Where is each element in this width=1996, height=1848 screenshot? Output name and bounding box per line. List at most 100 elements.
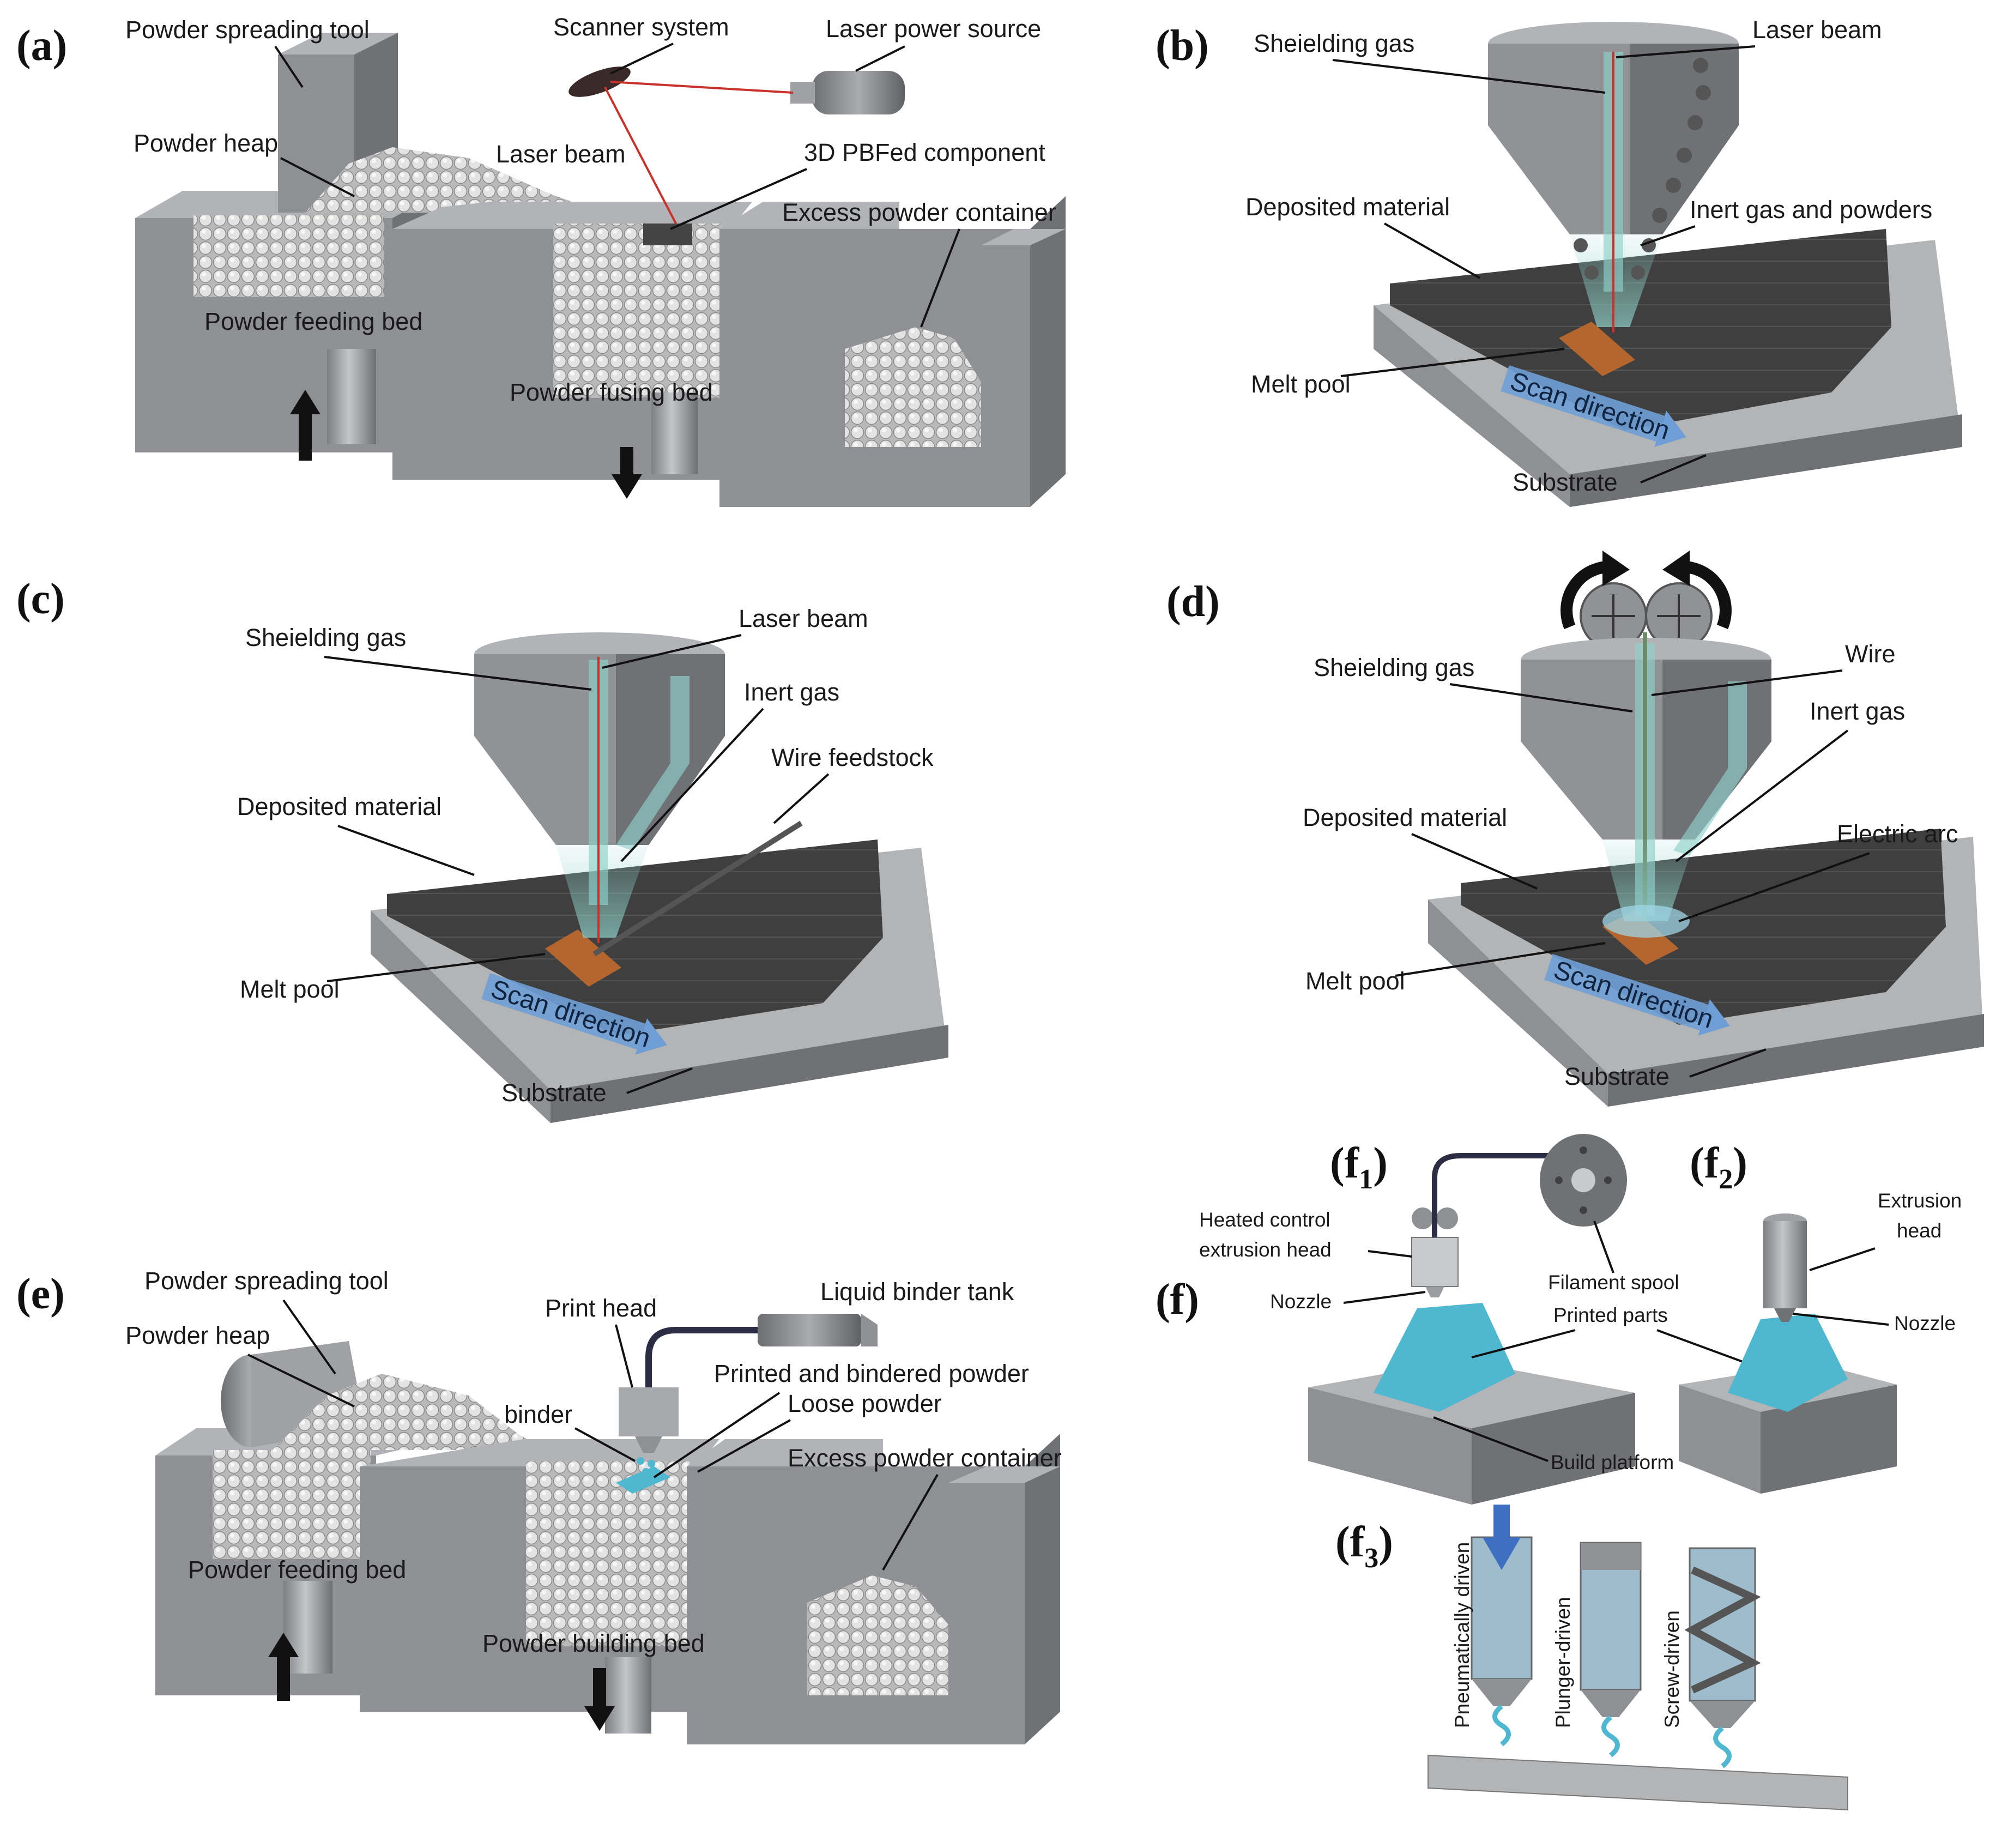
binder-hose [645, 1327, 758, 1387]
excess-container-block-e [687, 1434, 1060, 1744]
f2-printed-part [1728, 1314, 1848, 1412]
label-printed-parts: Printed parts [1553, 1304, 1668, 1326]
label-build-platform: Build platform [1551, 1451, 1674, 1473]
label-inert-gas-d: Inert gas [1810, 697, 1905, 725]
label-filament-spool: Filament spool [1548, 1271, 1679, 1294]
panel-f3-tag: (f3) [1335, 1518, 1393, 1574]
label-laser-beam-a: Laser beam [496, 140, 626, 168]
label-melt-pool-b: Melt pool [1251, 370, 1351, 398]
label-shielding-gas-b: Sheielding gas [1254, 29, 1414, 57]
label-print-head: Print head [545, 1294, 657, 1322]
powder-heap-e [273, 1374, 545, 1450]
label-deposited-material-d: Deposited material [1303, 804, 1507, 831]
powder-heap [305, 147, 605, 213]
label-laser-beam-c: Laser beam [739, 605, 868, 632]
label-deposited-material-c: Deposited material [237, 793, 441, 820]
label-nozzle-f2: Nozzle [1894, 1312, 1956, 1334]
label-heated-head-1: Heated control [1199, 1209, 1330, 1231]
panel-d-tag: (d) [1166, 578, 1220, 626]
label-substrate-c: Substrate [501, 1079, 607, 1107]
label-inert-gas-powders: Inert gas and powders [1690, 196, 1932, 224]
plunger-syringe [1580, 1542, 1642, 1758]
binder-droplets [634, 1457, 661, 1481]
label-laser-power-source: Laser power source [826, 15, 1041, 43]
label-inert-gas-c: Inert gas [744, 678, 839, 706]
panel-f1-tag: (f1) [1330, 1139, 1388, 1195]
panel-b-tag: (b) [1156, 22, 1209, 70]
label-printed-powder: Printed and bindered powder [714, 1360, 1029, 1387]
melt-pool-b [1559, 322, 1635, 376]
panel-c-tag: (c) [16, 575, 65, 623]
deposited-material-d [1461, 829, 1946, 1025]
label-nozzle-f1: Nozzle [1270, 1290, 1332, 1313]
label-shielding-gas-d: Sheielding gas [1314, 654, 1474, 681]
label-shielding-gas-c: Sheielding gas [245, 624, 406, 651]
panel-c: (c) Scan direction Sheielding gas Laser … [16, 575, 948, 1123]
gas-cone-c [556, 845, 649, 938]
gas-cone-b [1570, 234, 1662, 327]
label-extrusion-head-1: Extrusion [1878, 1189, 1962, 1212]
wire-feedstock-c [592, 820, 803, 957]
panel-e: (e) [16, 1267, 1062, 1744]
up-arrow [290, 390, 320, 461]
label-melt-pool-c: Melt pool [240, 975, 340, 1003]
label-excess-container-e: Excess powder container [788, 1444, 1062, 1472]
panel-d: (d) Scan direction [1166, 551, 1984, 1107]
label-substrate-d: Substrate [1564, 1062, 1670, 1090]
label-wire: Wire [1845, 640, 1895, 668]
deposited-material-c [387, 840, 883, 1036]
powder-stream-b [1574, 58, 1711, 280]
label-powder-heap: Powder heap [134, 129, 278, 157]
up-arrow-e [268, 1633, 299, 1701]
laser-power-source-icon [790, 71, 905, 114]
label-wire-feedstock: Wire feedstock [771, 744, 934, 771]
rotate-arrow-right-icon [1678, 560, 1732, 630]
label-feeding-bed-a: Powder feeding bed [204, 307, 422, 335]
label-electric-arc: Electric arc [1837, 820, 1958, 848]
down-arrow-e [584, 1668, 615, 1731]
label-plunger: Plunger-driven [1552, 1597, 1574, 1728]
filament [1432, 1153, 1564, 1237]
panel-b: (b) Scan direction [1156, 16, 1962, 507]
label-powder-heap-e: Powder heap [125, 1321, 270, 1349]
label-loose-powder: Loose powder [788, 1390, 942, 1417]
excess-container-block [719, 196, 1066, 507]
gas-cone-d [1602, 840, 1695, 921]
building-bed-block-e [360, 1439, 719, 1734]
label-screw: Screw-driven [1661, 1610, 1683, 1728]
label-feeding-bed-e: Powder feeding bed [188, 1556, 406, 1584]
f1-printed-part [1374, 1303, 1515, 1412]
label-extrusion-head-2: head [1897, 1219, 1941, 1242]
label-fusing-bed: Powder fusing bed [510, 378, 713, 406]
electric-arc-icon [1602, 905, 1690, 938]
label-laser-beam-b: Laser beam [1752, 16, 1882, 44]
label-heated-head-2: extrusion head [1199, 1239, 1332, 1261]
f3-base-plate [1428, 1754, 1848, 1811]
rotate-arrow-left-icon [1560, 560, 1614, 630]
filament-spool-icon [1540, 1134, 1627, 1227]
panel-a: (a) [16, 13, 1066, 507]
panel-e-tag: (e) [16, 1270, 65, 1318]
f1-extrusion-head [1411, 1207, 1459, 1297]
label-excess-container-a: Excess powder container [782, 198, 1056, 226]
pneumatic-arrow-icon [1483, 1505, 1521, 1570]
label-powder-spreading-tool-e: Powder spreading tool [144, 1267, 389, 1295]
print-head [619, 1387, 679, 1453]
panel-f: (f) (f1) (f2) (f3) Heated control extrus… [1156, 1134, 1962, 1811]
screw-syringe [1684, 1547, 1761, 1768]
panel-f2-tag: (f2) [1690, 1139, 1747, 1195]
wire-feed-rollers [1580, 582, 1713, 650]
f2-extrusion-head [1763, 1213, 1807, 1322]
scanner-system-icon [568, 67, 631, 97]
label-pneumatic: Pneumatically driven [1451, 1542, 1473, 1728]
label-3d-component: 3D PBFed component [804, 138, 1045, 166]
liquid-binder-tank [758, 1314, 878, 1346]
fusing-bed-block [392, 202, 752, 480]
deposited-material-b [1390, 229, 1891, 431]
panel-f-tag: (f) [1156, 1276, 1199, 1324]
label-deposited-material-b: Deposited material [1245, 193, 1450, 221]
label-substrate-b: Substrate [1513, 468, 1618, 496]
down-arrow [612, 447, 642, 499]
laser-line-d [604, 87, 677, 224]
